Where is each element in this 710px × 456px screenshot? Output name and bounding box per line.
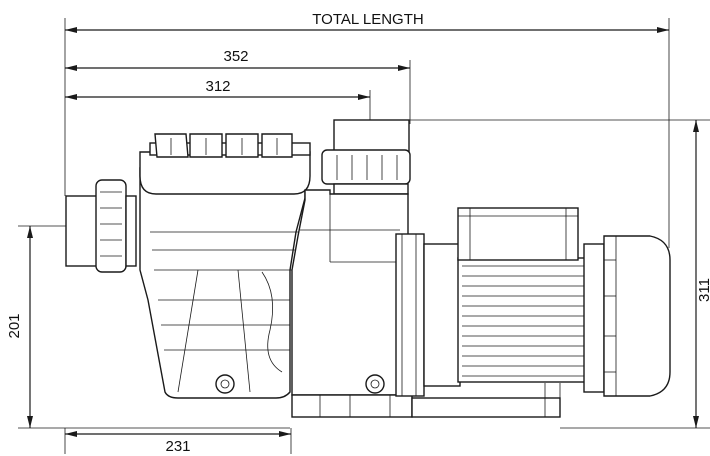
dim-312-label: 312 xyxy=(205,78,230,95)
lid-handle-1 xyxy=(154,133,189,158)
terminal-box xyxy=(457,207,579,261)
pump-drawing xyxy=(65,119,671,418)
total-length-label: TOTAL LENGTH xyxy=(312,11,423,28)
pump-volute xyxy=(291,189,409,396)
inlet-union-nut xyxy=(95,179,127,273)
dimension-lines xyxy=(18,18,710,454)
motor-body xyxy=(457,257,589,383)
fan-cover xyxy=(603,235,671,397)
motor-flange xyxy=(395,233,425,397)
dim-352-label: 352 xyxy=(223,48,248,65)
motor-cooling-fins xyxy=(462,265,584,377)
dim-201-label: 201 xyxy=(6,313,23,338)
pump-base xyxy=(291,394,413,418)
dim-231-label: 231 xyxy=(165,438,190,455)
dim-311-label: 311 xyxy=(696,278,710,302)
strainer-housing xyxy=(139,167,306,399)
strainer-lid xyxy=(139,151,311,195)
